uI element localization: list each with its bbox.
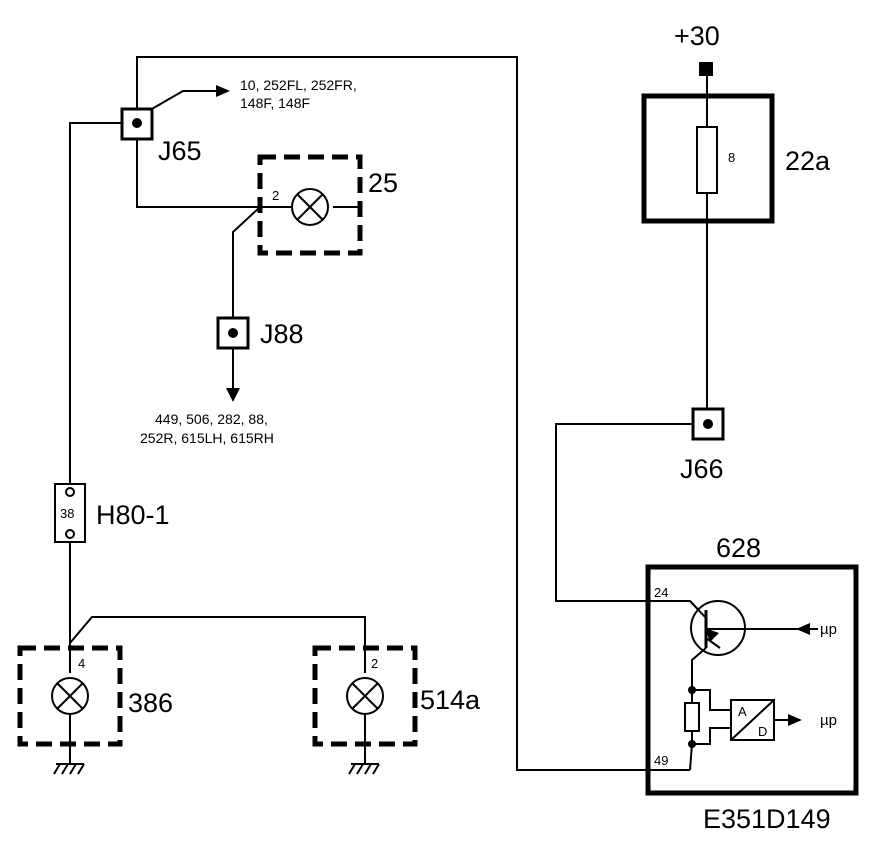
h80-pin-bottom	[65, 529, 75, 539]
lamp-25-cross-b	[296, 193, 324, 221]
lamp-386-pin: 4	[78, 656, 85, 671]
supply-label: +30	[674, 21, 720, 51]
lamp-25-ref: 25	[368, 168, 398, 198]
h80-pin-top	[65, 487, 75, 497]
adc-diagonal	[730, 699, 775, 741]
module-pin-24: 24	[654, 585, 668, 600]
lamp-25-pin: 2	[272, 188, 279, 203]
adc-a: A	[738, 704, 747, 719]
fuse	[696, 126, 718, 194]
wire-lamp25-to-j88	[232, 206, 261, 322]
fuse-box-frame	[641, 93, 775, 224]
lamp-514a-cross-b	[351, 682, 379, 710]
lamp-25-frame	[257, 154, 363, 256]
j66-node	[703, 419, 713, 429]
wire-j65-to-lamp-25	[136, 136, 260, 208]
ground-386	[53, 763, 85, 775]
lamp-514a: 2 514a	[312, 645, 481, 747]
adc-bottom-lead	[692, 727, 731, 745]
transistor-emitter	[705, 637, 721, 649]
module-pin-49: 49	[654, 753, 668, 768]
ground-514a-hatch-4	[372, 763, 380, 775]
wires	[69, 56, 709, 771]
module-out1-label: µp	[820, 621, 837, 638]
lamp-514a-frame	[312, 645, 418, 747]
adc-top-lead	[692, 689, 731, 711]
ground-514a-hatch-2	[356, 763, 364, 775]
j88-label: J88	[260, 319, 304, 349]
wire-to-lamp514a	[69, 616, 366, 673]
j65-refs-line2: 148F, 148F	[240, 95, 310, 111]
fuse-number: 8	[728, 150, 735, 165]
ground-386-hatch-4	[77, 763, 85, 775]
wire-j65-branch	[149, 90, 216, 111]
drawing-id: E351D149	[703, 804, 831, 834]
module-out2-label: µp	[820, 712, 837, 729]
connector-j88: J88 449, 506, 282, 88, 252R, 615LH, 615R…	[140, 316, 304, 446]
j65-refs-line1: 10, 252FL, 252FR,	[240, 77, 357, 93]
transistor-emitter-arrow	[705, 628, 719, 642]
transistor-collector	[689, 600, 707, 619]
ground-514a-hatch-1	[348, 763, 356, 775]
ground-386-hatch-2	[61, 763, 69, 775]
ground-386-hatch-1	[53, 763, 61, 775]
lamp-386-frame	[17, 645, 123, 747]
wire-j65-to-module-49	[136, 56, 690, 771]
arrow-j65	[216, 85, 230, 97]
lamp-514a-ref: 514a	[420, 685, 481, 715]
adc-d: D	[758, 724, 767, 739]
arrow-out1	[796, 623, 810, 635]
fuse-box-ref: 22a	[785, 146, 831, 176]
h80-pin-number: 38	[60, 506, 74, 521]
node-to-pin-49	[689, 743, 693, 771]
h80-label: H80-1	[96, 500, 170, 530]
lamp-25: 2 25	[257, 154, 398, 256]
arrow-out2	[788, 714, 802, 726]
module-628: 628 24 49 µp A D µp	[645, 533, 859, 796]
j88-node	[228, 328, 238, 338]
lamp-386: 4 386	[17, 645, 173, 747]
fuse-box: 8 22a	[641, 93, 831, 224]
ground-386-hatch-3	[69, 763, 77, 775]
j66-label: J66	[680, 454, 724, 484]
module-628-frame	[645, 564, 859, 796]
lamp-386-ref: 386	[128, 688, 173, 718]
supply-terminal	[699, 62, 713, 76]
connector-h80: 38 H80-1	[54, 483, 170, 543]
resistor	[684, 702, 700, 732]
emitter-to-resistor	[691, 647, 707, 690]
j88-refs-line2: 252R, 615LH, 615RH	[140, 430, 274, 446]
lamp-514a-pin: 2	[371, 656, 378, 671]
j88-refs-line1: 449, 506, 282, 88,	[155, 411, 268, 427]
connector-j66: J66	[680, 407, 725, 484]
module-628-ref: 628	[716, 533, 761, 563]
j65-label: J65	[158, 136, 202, 166]
lamp-386-cross-b	[56, 682, 84, 710]
j65-node	[132, 118, 142, 128]
arrow-j88	[226, 388, 240, 402]
ground-514a-hatch-3	[364, 763, 372, 775]
connector-j65: J65 10, 252FL, 252FR, 148F, 148F	[120, 77, 357, 166]
ground-514a	[348, 763, 380, 775]
wire-j65-to-h80	[69, 122, 124, 484]
